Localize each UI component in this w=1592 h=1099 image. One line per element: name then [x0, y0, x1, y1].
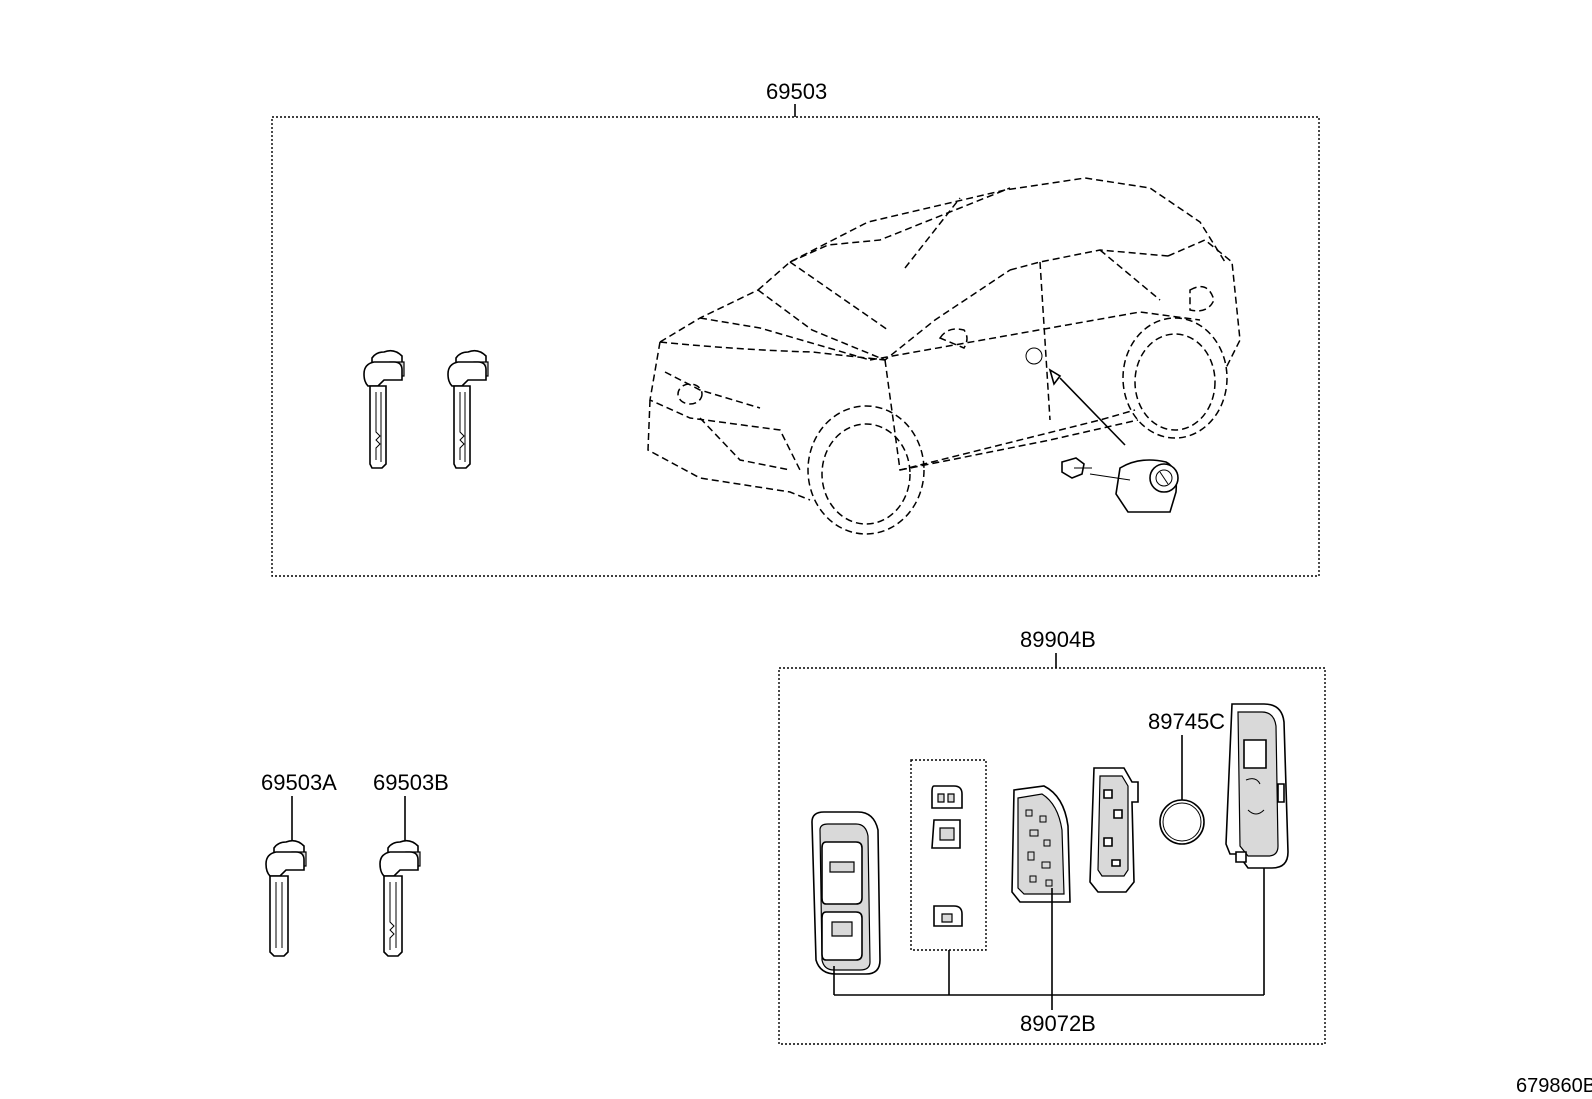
coin-battery	[1159, 799, 1205, 845]
key-icon	[265, 839, 307, 957]
vehicle-outline	[647, 177, 1241, 535]
kit-89904b-frame	[778, 667, 1326, 1045]
label-69503b: 69503B	[373, 770, 449, 795]
inner-case	[1089, 767, 1139, 893]
kit-69503-group: 69503	[271, 79, 1320, 577]
door-lock-cylinder	[1061, 457, 1179, 513]
key-icon	[379, 839, 421, 957]
transmitter-housing-back	[1225, 703, 1289, 869]
kit-89904b-group: 89904B	[778, 627, 1326, 1045]
label-89904b: 89904B	[1020, 627, 1096, 652]
illustration-id: 679860B	[1516, 1075, 1592, 1097]
key-icon	[447, 349, 489, 469]
transmitter-buttons	[931, 785, 963, 927]
label-69503: 69503	[766, 79, 827, 104]
key-69503a-group: 69503A	[261, 770, 337, 957]
label-69503a: 69503A	[261, 770, 337, 795]
transmitter-housing-front	[811, 811, 881, 975]
key-icon	[363, 349, 405, 469]
bracket-89072b	[833, 868, 1265, 1010]
circuit-board	[1011, 785, 1071, 903]
kit-69503-frame	[271, 116, 1320, 577]
key-69503b-group: 69503B	[373, 770, 449, 957]
label-89072b: 89072B	[1020, 1011, 1096, 1036]
button-set-frame	[910, 759, 987, 951]
label-89745c: 89745C	[1148, 709, 1225, 734]
